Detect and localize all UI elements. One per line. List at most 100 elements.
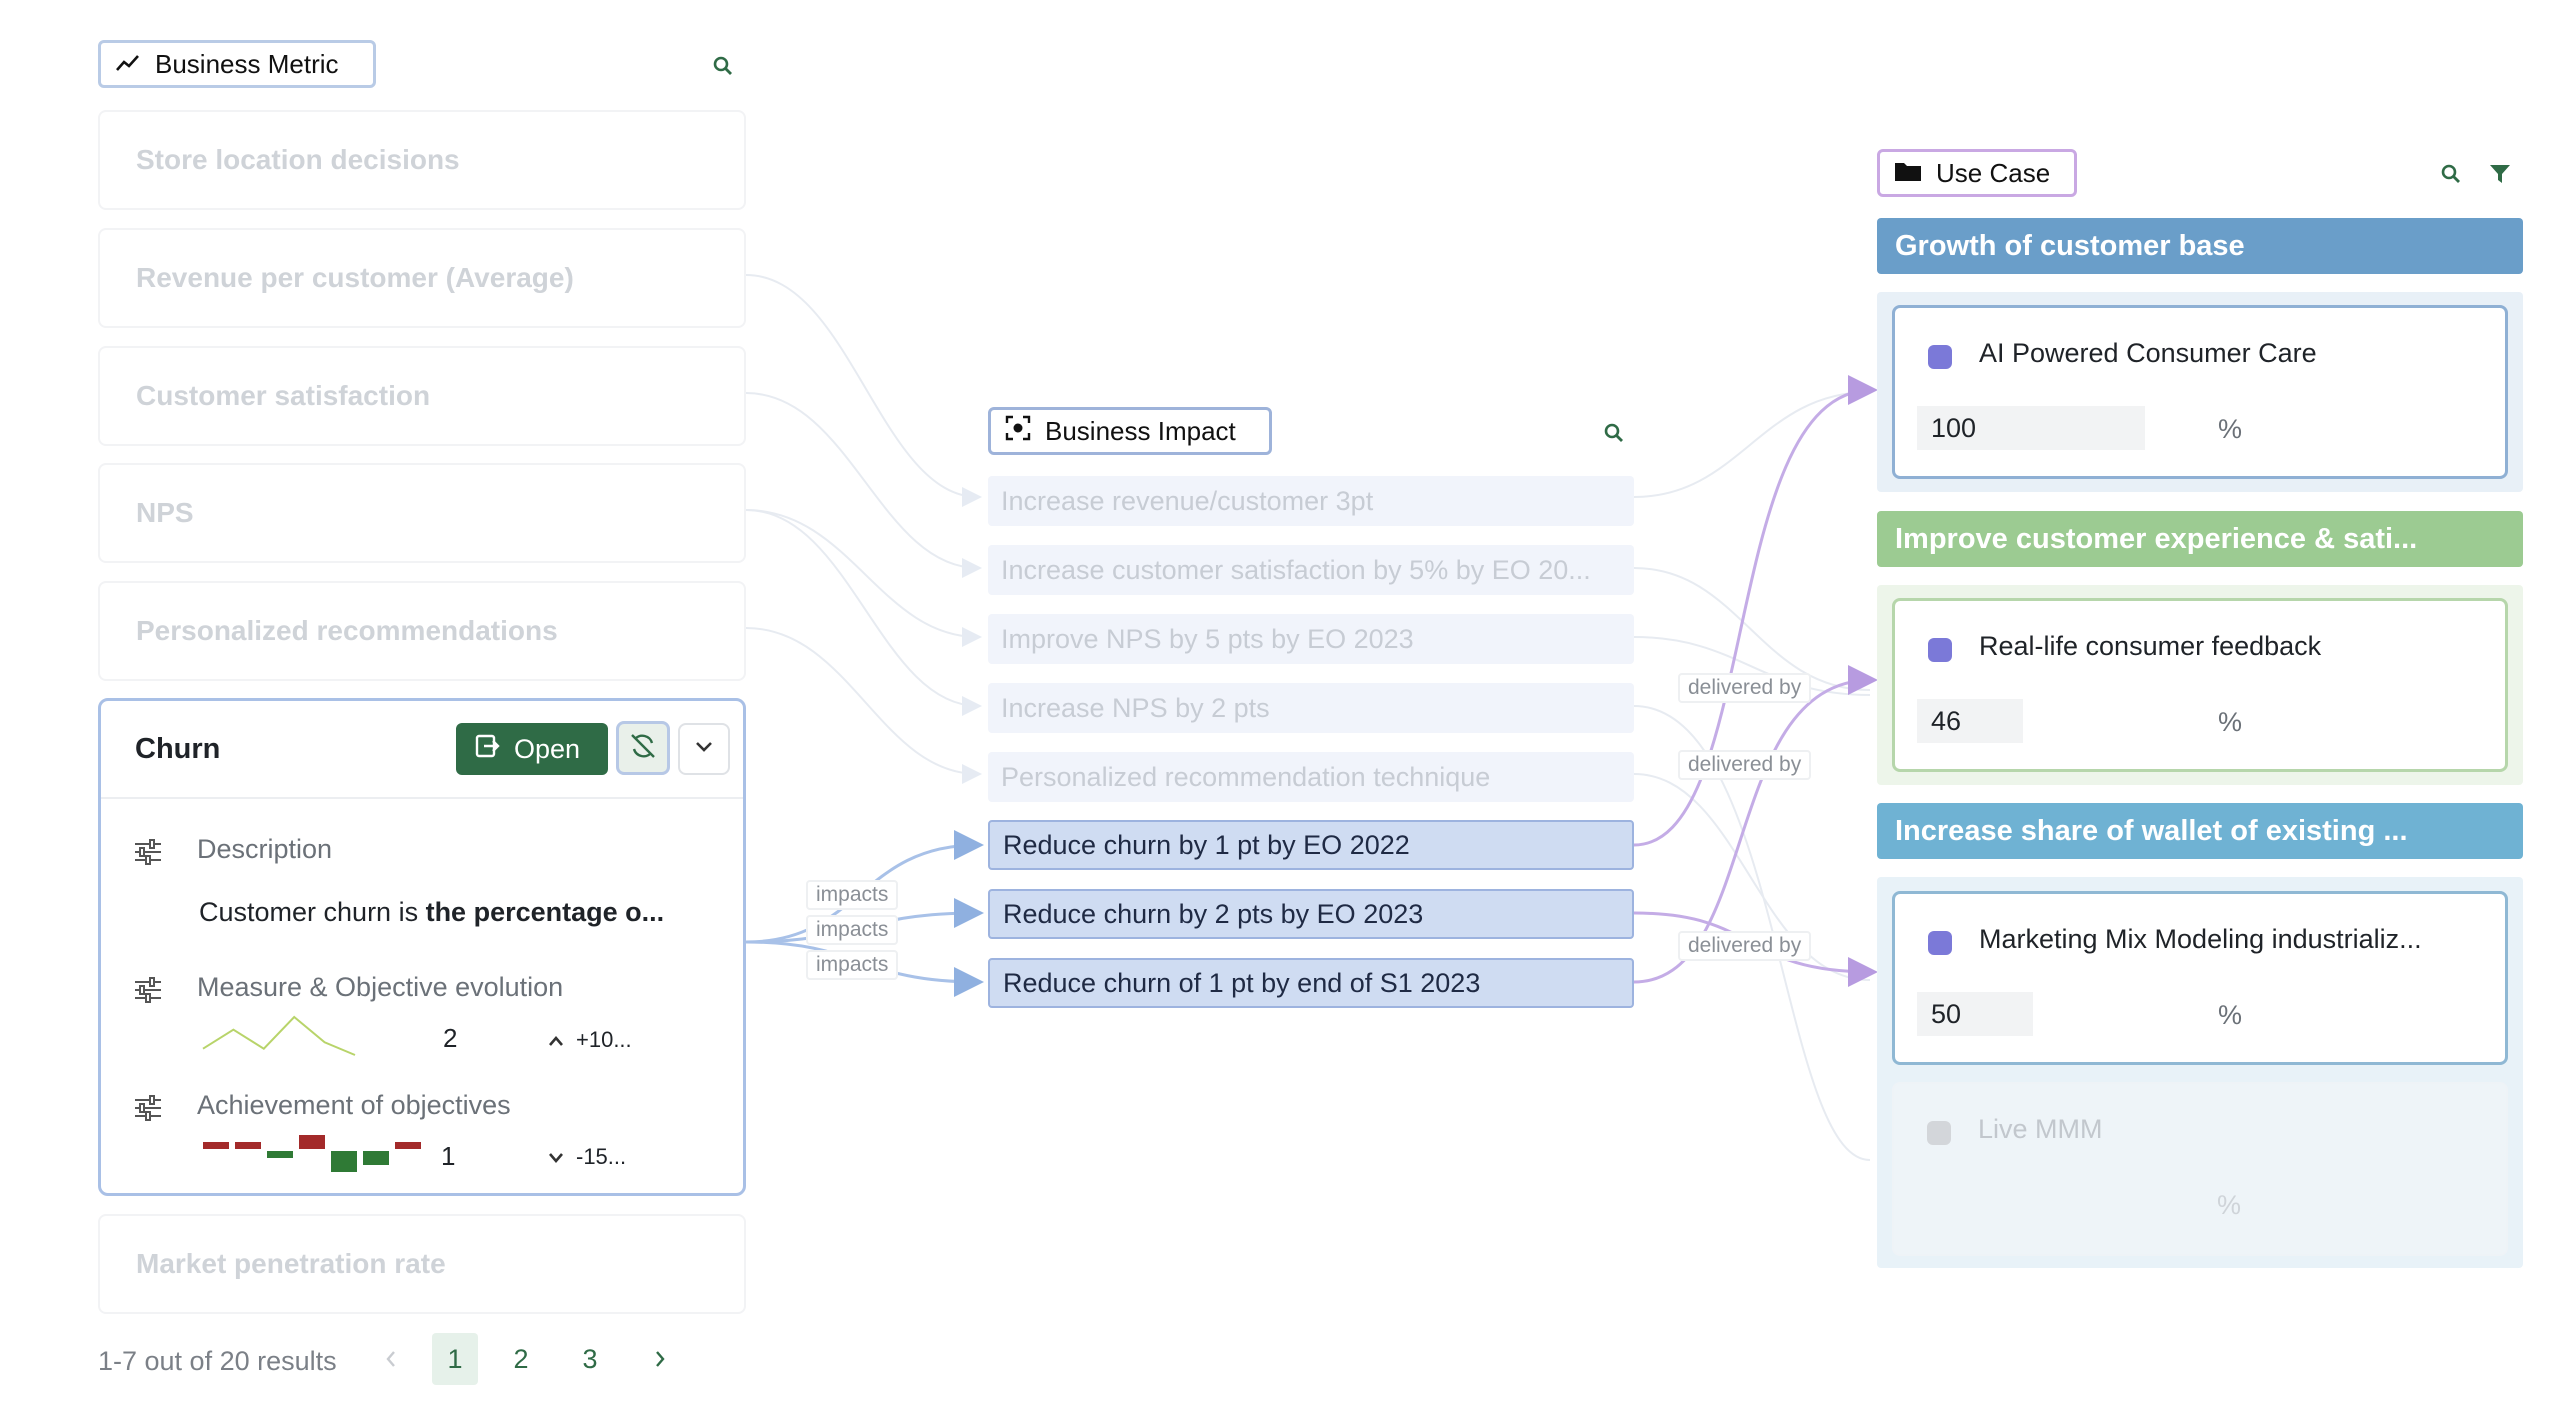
edge-faint xyxy=(745,392,982,578)
trend-icon xyxy=(115,49,141,80)
use-case-card[interactable]: AI Powered Consumer Care 100 % xyxy=(1892,305,2508,479)
use-case-unit: % xyxy=(2217,1190,2242,1220)
measure-delta-value: +10... xyxy=(576,1027,632,1052)
sparkline-line xyxy=(202,1015,356,1056)
edge-label-impacts: impacts xyxy=(806,880,899,910)
sync-toggle-button[interactable] xyxy=(616,721,670,775)
impact-item-label: Improve NPS by 5 pts by EO 2023 xyxy=(1001,623,1414,654)
edge-delivered-by xyxy=(1633,375,1878,847)
achievement-bar xyxy=(331,1151,357,1172)
impact-item[interactable]: Increase customer satisfaction by 5% by … xyxy=(988,545,1634,595)
impact-item[interactable]: Improve NPS by 5 pts by EO 2023 xyxy=(988,614,1634,664)
use-case-group-title: Growth of customer base xyxy=(1895,229,2245,262)
impact-item[interactable]: Increase NPS by 2 pts xyxy=(988,683,1634,733)
use-case-name: Marketing Mix Modeling industrializ... xyxy=(1979,924,2422,954)
edge-faint xyxy=(745,509,982,647)
pagination-next-button[interactable] xyxy=(637,1333,683,1385)
pagination-page-2[interactable]: 2 xyxy=(513,1343,529,1374)
open-button[interactable]: Open xyxy=(456,723,608,775)
description-text: Customer churn is the percentage o... xyxy=(199,897,664,928)
pagination-prev-button[interactable] xyxy=(368,1333,414,1385)
achievement-value: 1 xyxy=(441,1141,456,1171)
search-icon[interactable] xyxy=(2440,163,2462,185)
metric-item[interactable]: Market penetration rate xyxy=(98,1214,746,1314)
metric-item-label: Market penetration rate xyxy=(136,1248,446,1279)
metric-item[interactable]: NPS xyxy=(98,463,746,563)
use-case-value[interactable]: 46 xyxy=(1917,699,2023,743)
sliders-icon xyxy=(133,839,163,865)
use-case-value[interactable]: 50 xyxy=(1917,992,2033,1036)
achievement-label: Achievement of objectives xyxy=(197,1090,511,1120)
description-prefix: Customer churn is xyxy=(199,897,426,927)
measure-sparkline xyxy=(202,1015,356,1056)
metric-card-churn[interactable]: Churn Open Description Customer churn is… xyxy=(98,698,746,1196)
impact-item-label: Reduce churn of 1 pt by end of S1 2023 xyxy=(1003,967,1481,998)
more-options-button[interactable] xyxy=(678,723,730,775)
use-case-header-label: Use Case xyxy=(1936,157,2051,188)
edge-faint xyxy=(1633,391,1871,498)
filter-icon[interactable] xyxy=(2489,163,2511,185)
status-dot xyxy=(1927,1121,1951,1145)
impact-item[interactable]: Reduce churn of 1 pt by end of S1 2023 xyxy=(988,958,1634,1008)
status-dot xyxy=(1928,345,1952,369)
metric-item[interactable]: Personalized recommendations xyxy=(98,581,746,681)
business-metric-header-label: Business Metric xyxy=(155,48,339,79)
metric-card-title: Churn xyxy=(135,733,221,765)
chevron-up-icon xyxy=(548,1027,564,1053)
use-case-group-title: Improve customer experience & sati... xyxy=(1895,522,2418,555)
achievement-bar xyxy=(267,1151,293,1158)
metric-item[interactable]: Customer satisfaction xyxy=(98,346,746,446)
sync-off-icon xyxy=(628,731,658,766)
metric-item-label: Customer satisfaction xyxy=(136,380,431,411)
open-button-label: Open xyxy=(514,733,581,764)
sliders-icon xyxy=(133,1095,163,1121)
measure-label: Measure & Objective evolution xyxy=(197,972,564,1002)
metric-item[interactable]: Store location decisions xyxy=(98,110,746,210)
use-case-header[interactable]: Use Case xyxy=(1877,149,2077,197)
search-icon[interactable] xyxy=(712,55,734,77)
business-metric-header[interactable]: Business Metric xyxy=(98,40,376,88)
pagination-summary: 1-7 out of 20 results xyxy=(98,1346,337,1376)
edge-faint xyxy=(745,274,982,507)
impact-item-label: Increase customer satisfaction by 5% by … xyxy=(1001,554,1591,585)
search-icon[interactable] xyxy=(1603,422,1625,444)
use-case-group-header[interactable]: Improve customer experience & sati... xyxy=(1877,511,2523,567)
sliders-icon xyxy=(133,977,163,1003)
use-case-card[interactable]: Marketing Mix Modeling industrializ... 5… xyxy=(1892,891,2508,1065)
impact-item-label: Reduce churn by 2 pts by EO 2023 xyxy=(1003,898,1424,929)
achievement-bar xyxy=(203,1142,229,1149)
impact-item-label: Personalized recommendation technique xyxy=(1001,761,1491,792)
achievement-bar xyxy=(235,1142,261,1149)
edge-delivered-by xyxy=(1633,665,1878,984)
achievement-bar xyxy=(299,1135,325,1149)
use-case-card[interactable]: Real-life consumer feedback 46 % xyxy=(1892,598,2508,772)
business-impact-header-label: Business Impact xyxy=(1045,415,1236,446)
edge-faint xyxy=(1633,567,1871,691)
measure-delta: +10... xyxy=(548,1027,632,1053)
chevron-down-icon xyxy=(695,740,713,758)
use-case-group-header[interactable]: Growth of customer base xyxy=(1877,218,2523,274)
impact-item[interactable]: Reduce churn by 2 pts by EO 2023 xyxy=(988,889,1634,939)
use-case-unit: % xyxy=(2218,1000,2243,1030)
measure-value: 2 xyxy=(443,1023,458,1053)
impact-item[interactable]: Increase revenue/customer 3pt xyxy=(988,476,1634,526)
impact-item[interactable]: Personalized recommendation technique xyxy=(988,752,1634,802)
business-impact-header[interactable]: Business Impact xyxy=(988,407,1272,455)
metric-item-label: Revenue per customer (Average) xyxy=(136,262,574,293)
use-case-name: AI Powered Consumer Care xyxy=(1979,338,2317,368)
metric-item[interactable]: Revenue per customer (Average) xyxy=(98,228,746,328)
edge-faint xyxy=(745,509,982,716)
use-case-value[interactable]: 100 xyxy=(1917,406,2145,450)
edge-label-impacts: impacts xyxy=(806,950,899,980)
impact-item-label: Increase NPS by 2 pts xyxy=(1001,692,1270,723)
status-dot xyxy=(1928,638,1952,662)
open-external-icon xyxy=(474,733,500,766)
pagination-page-1[interactable]: 1 xyxy=(432,1333,478,1385)
impact-item[interactable]: Reduce churn by 1 pt by EO 2022 xyxy=(988,820,1634,870)
edge-label-delivered-by: delivered by xyxy=(1678,673,1812,703)
use-case-card[interactable]: Live MMM % xyxy=(1892,1082,2508,1256)
use-case-group-header[interactable]: Increase share of wallet of existing ... xyxy=(1877,803,2523,859)
pagination-page-3[interactable]: 3 xyxy=(582,1343,598,1374)
use-case-unit: % xyxy=(2218,707,2243,737)
edge-label-impacts: impacts xyxy=(806,915,899,945)
